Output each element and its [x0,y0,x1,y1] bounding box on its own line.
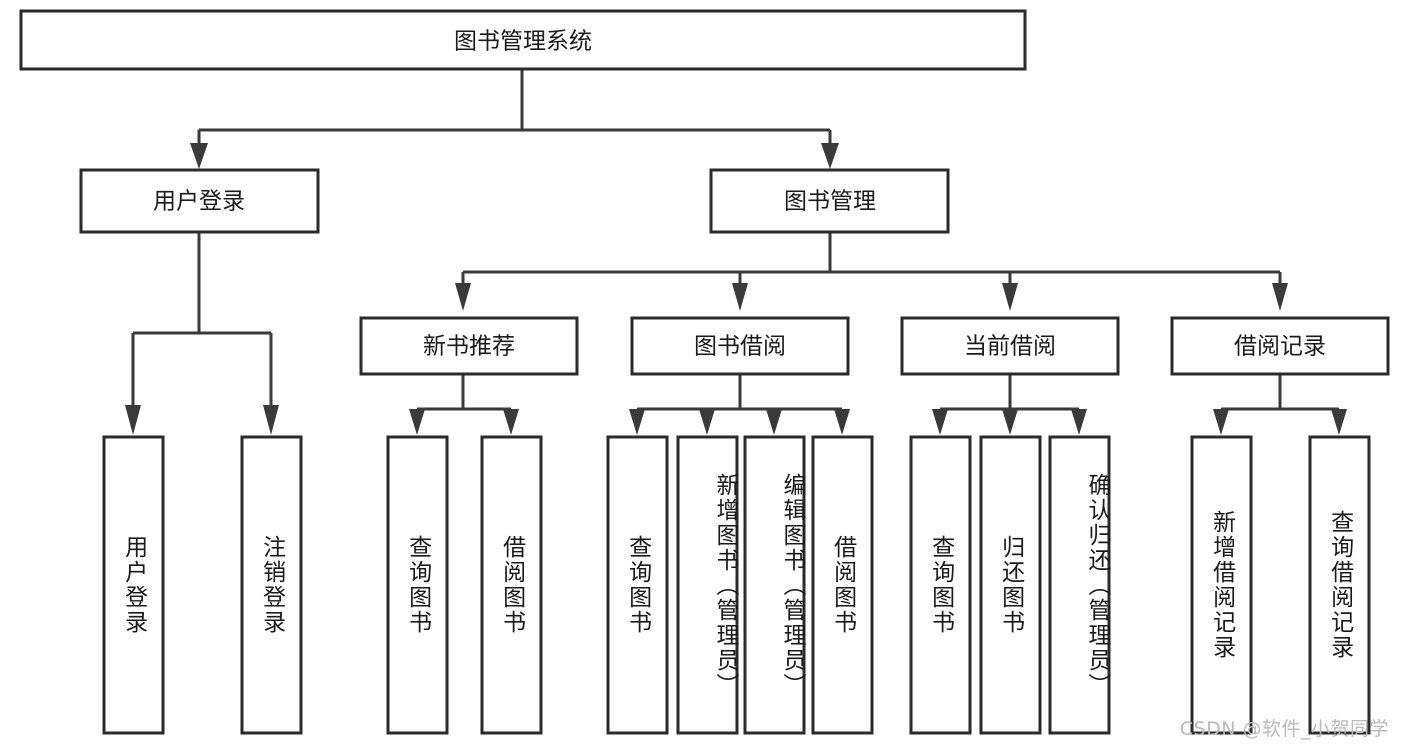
node-book-borrow[interactable]: 图书借阅 [630,316,850,376]
arrow-head-leaf-user-login [125,405,141,435]
arrow-head-leaf-query-record [1331,409,1347,435]
node-leaf-add-record-box[interactable] [1190,435,1253,735]
node-user-login[interactable]: 用户登录 [79,168,320,234]
node-leaf-confirm-return-box[interactable] [1048,435,1111,735]
arrow-head-leaf-user-logout [263,405,279,435]
node-leaf-edit-book-box[interactable] [743,435,806,735]
node-current-borrow-box[interactable] [900,316,1120,376]
leaf-boxes [102,435,1371,735]
node-borrow-record-label: 借阅记录 [1234,334,1326,360]
connector-group-new-book-recommend [409,374,519,435]
arrow-head-user-login [190,143,208,169]
connector-group-current-borrow [932,374,1087,435]
node-book-manage[interactable]: 图书管理 [709,168,950,234]
arrow-head-leaf-query-book-3 [932,409,948,435]
arrow-head-borrow-record [1272,283,1288,311]
node-new-book-recommend-box[interactable] [359,316,579,376]
node-root-box[interactable] [19,9,1027,71]
node-book-borrow-label: 图书借阅 [694,334,786,360]
node-user-login-box[interactable] [79,168,320,234]
node-leaf-user-logout-box[interactable] [240,435,303,735]
node-leaf-query-book-1-box[interactable] [386,435,449,735]
arrow-head-leaf-add-book [699,409,715,435]
node-current-borrow-label: 当前借阅 [964,334,1056,360]
arrow-head-leaf-add-record [1213,409,1229,435]
connector-group-borrow-record [1213,374,1347,435]
arrow-head-leaf-edit-book [766,409,782,435]
arrow-head-book-borrow [732,283,748,311]
node-book-manage-box[interactable] [709,168,950,234]
node-root-label: 图书管理系统 [454,29,592,55]
connector-group-user-login [125,233,279,435]
arrow-head-current-borrow [1002,283,1018,311]
connector-group-root [190,69,839,169]
node-new-book-recommend-label: 新书推荐 [423,334,515,360]
node-book-manage-label: 图书管理 [784,189,876,215]
arrow-head-leaf-borrow-book-1 [503,409,519,435]
node-leaf-user-login-box[interactable] [102,435,165,735]
arrow-head-leaf-borrow-book-2 [834,409,850,435]
arrow-head-leaf-query-book-1 [409,409,425,435]
node-leaf-return-book-box[interactable] [979,435,1042,735]
node-borrow-record[interactable]: 借阅记录 [1170,316,1390,376]
node-leaf-borrow-book-1-box[interactable] [480,435,543,735]
node-root[interactable]: 图书管理系统 [19,9,1027,71]
node-leaf-query-book-3-box[interactable] [909,435,972,735]
connector-group-book-manage [455,233,1288,311]
node-user-login-label: 用户登录 [153,189,245,215]
node-book-borrow-box[interactable] [630,316,850,376]
node-borrow-record-box[interactable] [1170,316,1390,376]
node-leaf-query-record-box[interactable] [1308,435,1371,735]
arrow-head-leaf-confirm-return [1071,409,1087,435]
arrow-head-leaf-return-book [1002,409,1018,435]
arrow-head-book-manage [821,143,839,169]
connector-group-book-borrow [629,374,850,435]
arrow-head-new-book-recommend [455,283,471,311]
node-leaf-query-book-2-box[interactable] [606,435,669,735]
arrow-head-leaf-query-book-2 [629,409,645,435]
node-current-borrow[interactable]: 当前借阅 [900,316,1120,376]
watermark-text: CSDN @软件_小贺同学 [1179,718,1389,740]
node-new-book-recommend[interactable]: 新书推荐 [359,316,579,376]
node-leaf-borrow-book-2-box[interactable] [811,435,874,735]
node-leaf-add-book-box[interactable] [676,435,739,735]
